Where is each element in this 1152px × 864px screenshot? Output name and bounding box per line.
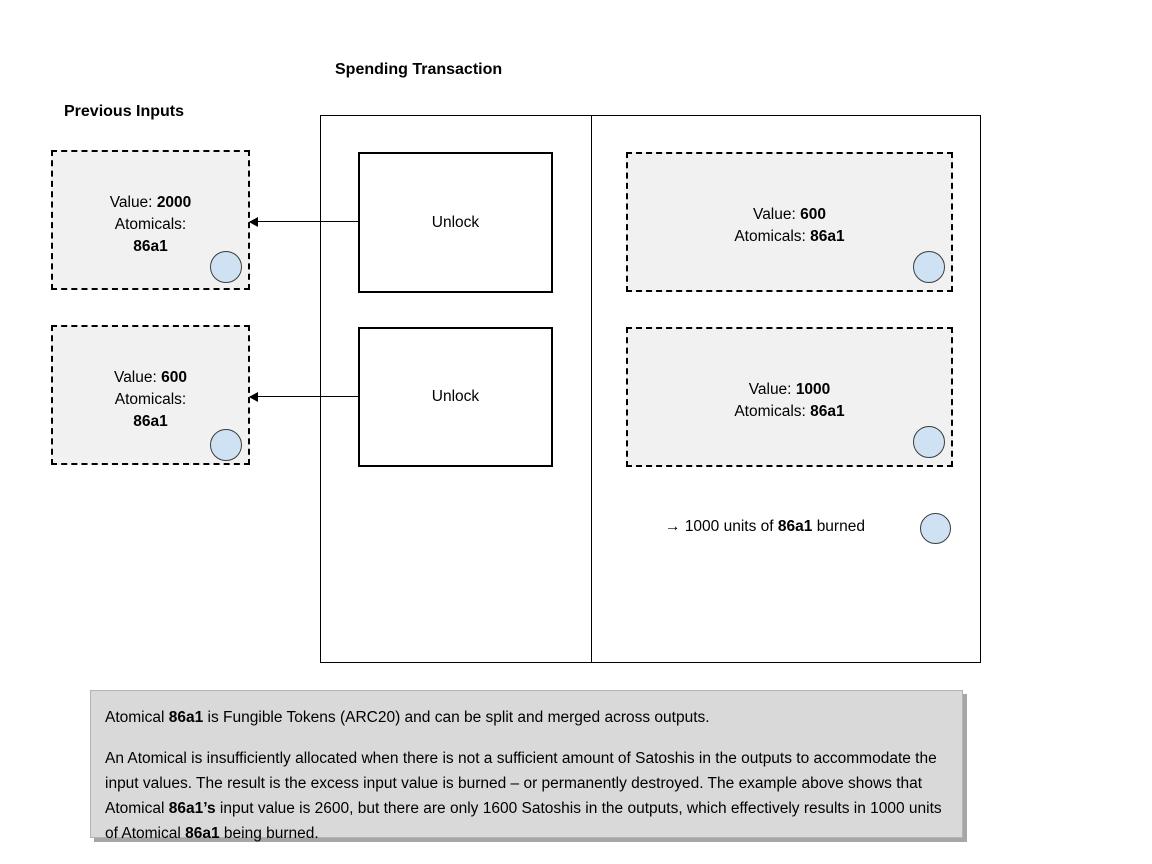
burned-note-prefix: 1000 units of	[684, 518, 774, 535]
input-1-atomicals-id: 86a1	[133, 238, 168, 255]
footnote-line1-bold: 86a1	[168, 709, 204, 726]
arrow-head-icon	[249, 392, 258, 402]
previous-input-utxo-1: Value: 2000 Atomicals: 86a1	[51, 150, 250, 290]
footnote-line2-c: being burned.	[219, 825, 319, 843]
input-1-value: 2000	[156, 194, 192, 211]
footnote-line2-a: An Atomical is insufficiently allocated …	[105, 750, 937, 818]
unlock-2-label: Unlock	[431, 388, 480, 405]
output-2-text: Value: 1000 Atomicals: 86a1	[628, 379, 951, 423]
footnote-line1-pre: Atomical	[105, 709, 169, 726]
output-1-atomicals-id: 86a1	[810, 228, 845, 245]
input-2-text: Value: 600 Atomicals: 86a1	[53, 367, 248, 433]
output-1-value: 600	[800, 206, 826, 223]
burned-note-suffix: burned	[816, 518, 865, 535]
input-2-atomicals-label: Atomicals:	[114, 391, 187, 408]
previous-inputs-title: Previous Inputs	[64, 103, 185, 120]
burned-note-atomicals-id: 86a1	[777, 518, 813, 535]
input-1-atomicals-label: Atomicals:	[114, 216, 187, 233]
output-utxo-1: Value: 600 Atomicals: 86a1	[626, 152, 953, 292]
unlock-box-2: Unlock	[358, 327, 553, 467]
input-2-value: 600	[161, 369, 187, 386]
input-1-value-label: Value:	[109, 194, 153, 211]
arrow-unlock1-to-input1	[250, 221, 358, 222]
footnote-line-1: Atomical 86a1 is Fungible Tokens (ARC20)…	[105, 705, 948, 730]
footnote-line1-post: is Fungible Tokens (ARC20) and can be sp…	[203, 709, 710, 726]
arrow-unlock2-to-input2	[250, 396, 358, 397]
transaction-column-divider	[591, 115, 592, 663]
burn-arrow-icon: →	[665, 518, 681, 535]
output-1-text: Value: 600 Atomicals: 86a1	[628, 204, 951, 248]
output-2-atomicals-label: Atomicals:	[734, 403, 806, 420]
output-2-value-label: Value:	[748, 381, 792, 398]
token-circle-icon	[920, 513, 951, 544]
spending-transaction-title: Spending Transaction	[335, 61, 503, 78]
output-2-atomicals-id: 86a1	[810, 403, 845, 420]
footnote-line2-bold2: 86a1	[185, 825, 220, 843]
footnote-line2-b: input value is 2600, but there are only …	[105, 800, 942, 843]
output-1-atomicals-label: Atomicals:	[734, 228, 806, 245]
input-1-text: Value: 2000 Atomicals: 86a1	[53, 192, 248, 258]
token-circle-icon	[210, 429, 242, 461]
footnote-line2-bold1: 86a1’s	[168, 800, 216, 818]
unlock-box-1: Unlock	[358, 152, 553, 293]
token-circle-icon	[913, 251, 945, 283]
output-1-value-label: Value:	[753, 206, 796, 223]
footnote-panel: Atomical 86a1 is Fungible Tokens (ARC20)…	[90, 690, 963, 842]
footnote-line-2: An Atomical is insufficiently allocated …	[105, 746, 948, 846]
burned-note: → 1000 units of 86a1 burned	[665, 518, 865, 537]
output-utxo-2: Value: 1000 Atomicals: 86a1	[626, 327, 953, 467]
input-2-atomicals-id: 86a1	[133, 413, 168, 430]
input-2-value-label: Value:	[114, 369, 157, 386]
arrow-head-icon	[249, 217, 258, 227]
token-circle-icon	[210, 251, 242, 283]
output-2-value: 1000	[795, 381, 831, 398]
token-circle-icon	[913, 426, 945, 458]
unlock-1-label: Unlock	[431, 213, 480, 231]
